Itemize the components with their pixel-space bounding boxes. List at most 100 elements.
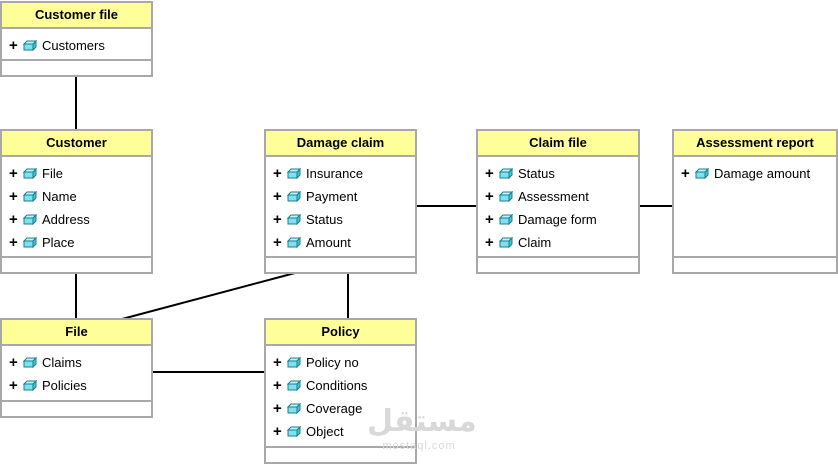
class-claim-file[interactable]: Claim file+Status+Assessment+Damage form… xyxy=(476,129,640,274)
attribute-label: Assessment xyxy=(518,189,589,204)
class-policy[interactable]: Policy +Policy no + Conditions +Coverage+Obj… xyxy=(264,318,417,464)
attribute-label: Claim xyxy=(518,235,552,250)
cube-icon xyxy=(287,191,301,202)
attribute-row[interactable]: + Status xyxy=(478,162,638,185)
attribute-label: Amount xyxy=(306,235,351,250)
class-title: Damage claim xyxy=(266,131,415,157)
attribute-label: Conditions xyxy=(306,378,368,393)
public-visibility-icon: + xyxy=(273,188,282,205)
attribute-row[interactable]: + Address xyxy=(2,208,151,231)
operation-compartment xyxy=(674,258,836,272)
attribute-row[interactable]: + Claims xyxy=(2,351,151,374)
public-visibility-icon: + xyxy=(9,377,18,394)
cube-icon xyxy=(23,168,37,179)
cube-icon xyxy=(287,426,301,437)
cube-icon xyxy=(499,214,513,225)
attribute-label: Damage amount xyxy=(714,166,811,181)
attribute-label: Policies xyxy=(42,378,87,393)
attribute-row[interactable]: +Insurance xyxy=(266,162,415,185)
cube-icon xyxy=(499,168,513,179)
attribute-row[interactable]: + Damage amount xyxy=(674,162,836,185)
link-damage-claim-file xyxy=(121,272,296,320)
cube-icon xyxy=(287,403,301,414)
public-visibility-icon: + xyxy=(9,211,18,228)
attribute-row[interactable]: +Policy no xyxy=(266,351,415,374)
attribute-label: Object xyxy=(306,424,344,439)
public-visibility-icon: + xyxy=(485,165,494,182)
attribute-row[interactable]: + Name xyxy=(2,185,151,208)
operation-compartment xyxy=(266,258,415,272)
attribute-row[interactable]: + Payment xyxy=(266,185,415,208)
attribute-label: Name xyxy=(42,189,77,204)
attribute-row[interactable]: + Amount xyxy=(266,231,415,254)
attribute-row[interactable]: +Coverage xyxy=(266,397,415,420)
public-visibility-icon: + xyxy=(485,188,494,205)
attribute-row[interactable]: + Assessment xyxy=(478,185,638,208)
attribute-row[interactable]: +Object xyxy=(266,420,415,443)
class-title: File xyxy=(2,320,151,346)
public-visibility-icon: + xyxy=(9,37,18,54)
attribute-compartment: +Insurance+Payment+Status+Amount xyxy=(266,157,415,258)
cube-icon xyxy=(23,191,37,202)
public-visibility-icon: + xyxy=(485,234,494,251)
attribute-label: Status xyxy=(518,166,555,181)
cube-icon xyxy=(499,191,513,202)
cube-icon xyxy=(695,168,709,179)
class-title: Policy xyxy=(266,320,415,346)
class-damage-claim[interactable]: Damage claim+Insurance+Payment+Status+Am… xyxy=(264,129,417,274)
attribute-row[interactable]: + Customers xyxy=(2,34,151,57)
cube-icon xyxy=(23,214,37,225)
public-visibility-icon: + xyxy=(273,165,282,182)
class-title: Customer file xyxy=(2,3,151,29)
attribute-label: Payment xyxy=(306,189,358,204)
attribute-label: Coverage xyxy=(306,401,363,416)
cube-icon xyxy=(287,168,301,179)
attribute-label: Damage form xyxy=(518,212,597,227)
attribute-label: Place xyxy=(42,235,75,250)
cube-icon xyxy=(287,237,301,248)
cube-icon xyxy=(23,40,37,51)
attribute-label: Address xyxy=(42,212,90,227)
public-visibility-icon: + xyxy=(9,188,18,205)
attribute-compartment: + Status + Assessment + Damage form + Claim xyxy=(478,157,638,258)
cube-icon xyxy=(499,237,513,248)
public-visibility-icon: + xyxy=(273,377,282,394)
attribute-label: Customers xyxy=(42,38,105,53)
operation-compartment xyxy=(478,258,638,272)
attribute-row[interactable]: + Conditions xyxy=(266,374,415,397)
class-customer-file[interactable]: Customer file + Customers xyxy=(0,1,153,77)
public-visibility-icon: + xyxy=(681,165,690,182)
cube-icon xyxy=(287,380,301,391)
class-assessment-report[interactable]: Assessment report+Damage amount xyxy=(672,129,838,274)
public-visibility-icon: + xyxy=(9,165,18,182)
attribute-compartment: + Claims + Policies xyxy=(2,346,151,402)
watermark: مستقل mostaql.com xyxy=(367,404,477,461)
operation-compartment xyxy=(2,402,151,416)
operation-compartment xyxy=(2,258,151,272)
cube-icon xyxy=(287,214,301,225)
attribute-label: Policy no xyxy=(306,355,359,370)
class-customer[interactable]: Customer+File+Name+Address+Place xyxy=(0,129,153,274)
attribute-compartment: + Customers xyxy=(2,29,151,61)
operation-compartment xyxy=(2,61,151,75)
class-file[interactable]: File + Claims + Policies xyxy=(0,318,153,418)
public-visibility-icon: + xyxy=(9,234,18,251)
attribute-compartment: + Damage amount xyxy=(674,157,836,258)
watermark-arabic: مستقل xyxy=(367,404,477,439)
attribute-label: Status xyxy=(306,212,343,227)
attribute-label: Claims xyxy=(42,355,82,370)
attribute-compartment: +File+Name+Address+Place xyxy=(2,157,151,258)
cube-icon xyxy=(23,380,37,391)
attribute-row[interactable]: + Claim xyxy=(478,231,638,254)
attribute-row[interactable]: + Status xyxy=(266,208,415,231)
attribute-row[interactable]: + Damage form xyxy=(478,208,638,231)
attribute-row[interactable]: + Policies xyxy=(2,374,151,397)
public-visibility-icon: + xyxy=(485,211,494,228)
public-visibility-icon: + xyxy=(9,354,18,371)
public-visibility-icon: + xyxy=(273,234,282,251)
public-visibility-icon: + xyxy=(273,211,282,228)
attribute-row[interactable]: + Place xyxy=(2,231,151,254)
attribute-row[interactable]: +File xyxy=(2,162,151,185)
attribute-compartment: +Policy no + Conditions +Coverage+Object xyxy=(266,346,415,448)
watermark-latin: mostaql.com xyxy=(382,440,456,452)
